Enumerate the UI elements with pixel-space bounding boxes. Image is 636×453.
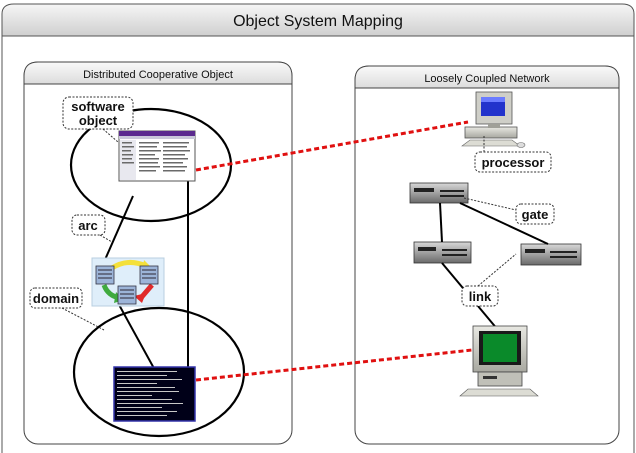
mapping-line-bottom xyxy=(195,348,473,382)
mapping-line-top xyxy=(195,120,469,172)
callout-gate-label: gate xyxy=(522,207,549,222)
callout-arc xyxy=(71,214,113,243)
object-icon-bottom xyxy=(117,285,137,305)
domain-ellipse xyxy=(72,306,246,438)
callout-gate xyxy=(463,197,555,225)
left-panel xyxy=(23,61,293,445)
domain-arc-icon xyxy=(91,257,165,307)
callout-arc-label: arc xyxy=(78,218,98,233)
callout-link-label: link xyxy=(469,289,492,304)
server-gate-icon xyxy=(409,182,469,204)
outer-frame xyxy=(1,3,635,453)
object-icon-left xyxy=(95,265,115,285)
left-panel-title: Distributed Cooperative Object xyxy=(83,69,233,81)
callout-domain xyxy=(29,287,105,331)
arc-line-top xyxy=(103,195,134,263)
server-left-icon xyxy=(413,241,472,264)
right-panel xyxy=(354,65,620,445)
diagram-title: Object System Mapping xyxy=(233,13,403,30)
desktop-computer-icon xyxy=(461,91,526,148)
callout-software-line1: software xyxy=(71,99,124,114)
right-panel-title: Loosely Coupled Network xyxy=(424,73,550,85)
callout-domain-label: domain xyxy=(33,291,79,306)
callout-processor-label: processor xyxy=(482,155,545,170)
object-icon-right xyxy=(139,265,159,285)
server-right-icon xyxy=(520,243,582,266)
callout-link xyxy=(461,253,517,307)
window-screenshot xyxy=(118,130,196,182)
terminal-screenshot xyxy=(113,366,196,422)
callout-software-object xyxy=(62,96,134,143)
callout-software-line2: object xyxy=(79,113,118,128)
workstation-icon xyxy=(459,325,539,397)
callout-processor xyxy=(474,136,552,173)
